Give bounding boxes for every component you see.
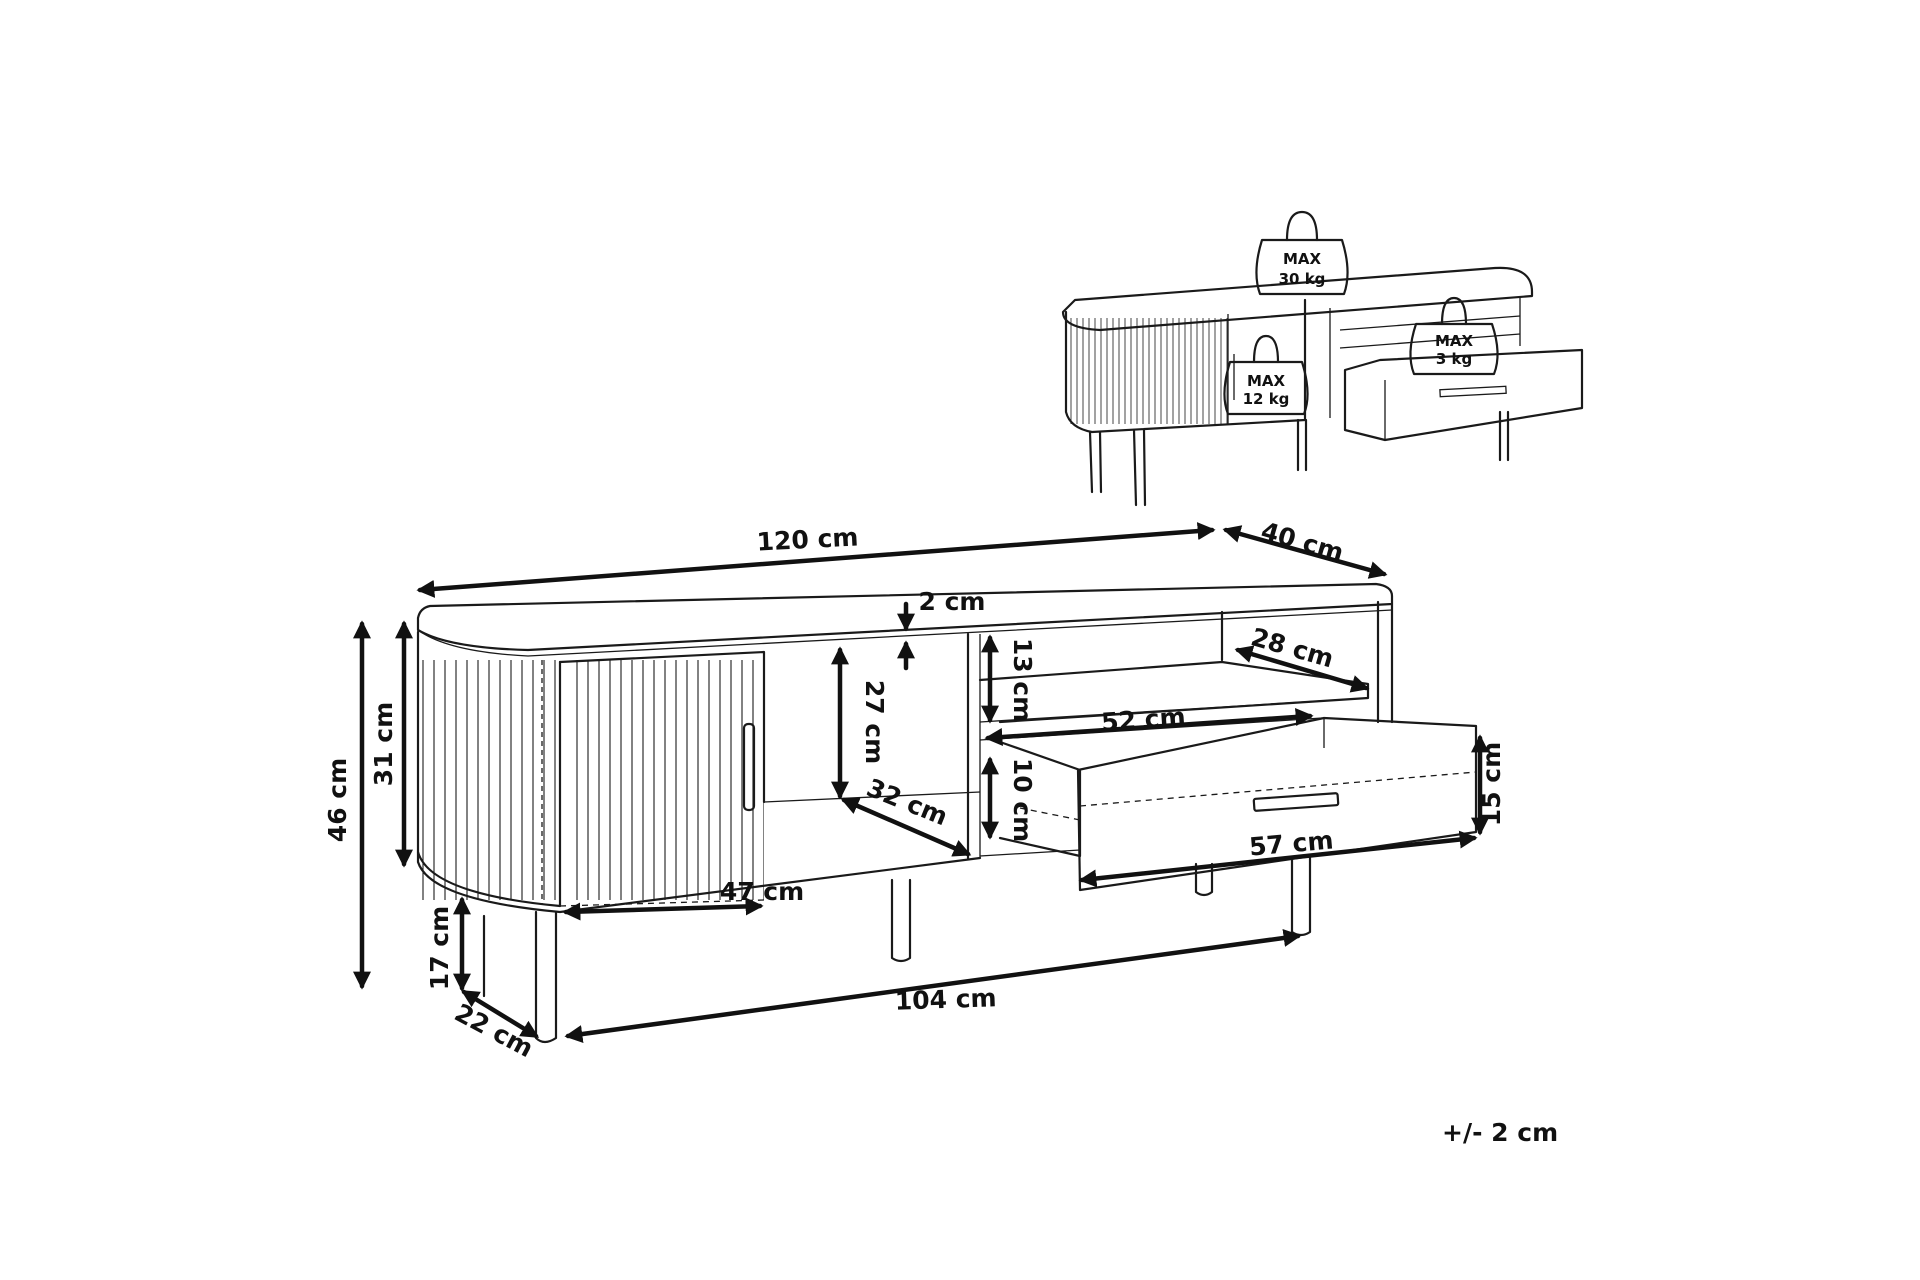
label-top-thickness: 2 cm: [919, 587, 986, 616]
label-compartment-depth: 32 cm: [863, 773, 952, 831]
preview-cabinet: [1061, 266, 1584, 507]
label-drawer-width: 52 cm: [1100, 702, 1186, 737]
weight-drawer-line2: 3 kg: [1436, 350, 1472, 368]
weight-top-line1: MAX: [1283, 250, 1322, 268]
weight-shelf-icon: MAX 12 kg: [1223, 334, 1309, 416]
label-drawer-height: 15 cm: [1477, 742, 1506, 826]
weight-drawer-icon: MAX 3 kg: [1409, 296, 1499, 376]
main-cabinet: [416, 582, 1478, 1044]
label-compartment-height: 27 cm: [860, 680, 889, 764]
label-depth: 40 cm: [1258, 516, 1347, 567]
dimension-lines: [353, 522, 1489, 1043]
label-width: 120 cm: [756, 522, 859, 556]
label-leg-height: 17 cm: [425, 906, 454, 990]
tolerance-note: +/- 2 cm: [1442, 1118, 1559, 1147]
weight-top-line2: 30 kg: [1279, 270, 1326, 288]
label-drawer-inner-height: 10 cm: [1008, 758, 1037, 842]
label-compartment-width: 47 cm: [720, 877, 804, 906]
weight-drawer-line1: MAX: [1435, 332, 1474, 350]
label-total-height: 46 cm: [323, 758, 352, 842]
weight-shelf-line1: MAX: [1247, 372, 1286, 390]
label-shelf-height: 13 cm: [1008, 638, 1037, 722]
label-leg-span: 104 cm: [894, 983, 997, 1016]
weight-top-icon: MAX 30 kg: [1255, 210, 1349, 296]
weight-shelf-line2: 12 kg: [1243, 390, 1290, 408]
label-leg-depth-span: 22 cm: [450, 998, 538, 1063]
label-body-height: 31 cm: [369, 702, 398, 786]
